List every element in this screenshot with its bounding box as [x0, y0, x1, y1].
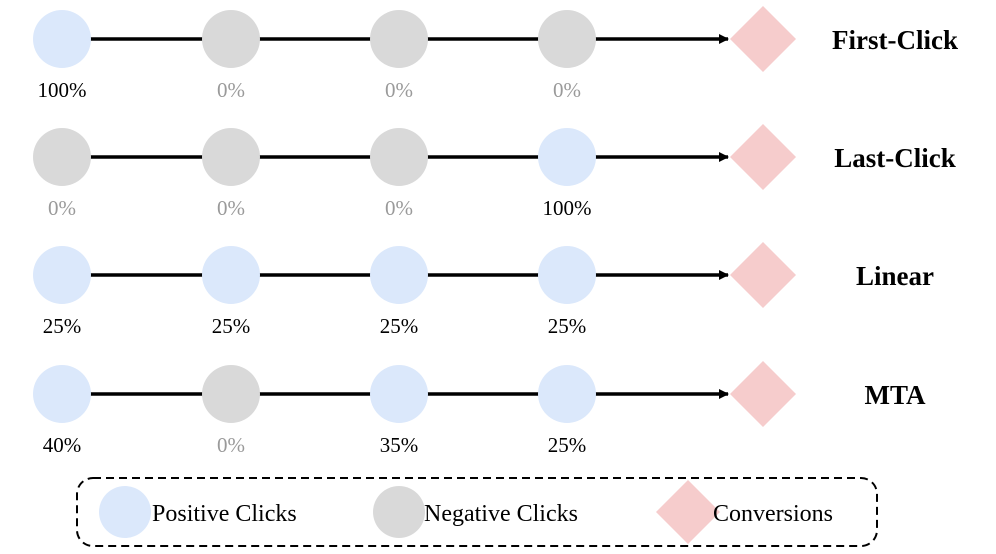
negative-click-node [202, 128, 260, 186]
attribution-percent: 25% [548, 433, 587, 457]
legend-negative-swatch [373, 486, 425, 538]
attribution-percent: 0% [217, 78, 245, 102]
positive-click-node [370, 246, 428, 304]
attribution-percent: 25% [380, 314, 419, 338]
positive-click-node [538, 246, 596, 304]
conversion-diamond [730, 124, 796, 190]
negative-click-node [202, 10, 260, 68]
attribution-percent: 100% [38, 78, 87, 102]
attribution-percent: 40% [43, 433, 82, 457]
attribution-rows: 100% 0% 0% 0% First-Click 0% 0% 0% 100% Last-Clic… [33, 6, 958, 457]
positive-click-node [33, 10, 91, 68]
conversion-diamond [730, 361, 796, 427]
attribution-percent: 100% [543, 196, 592, 220]
legend-negative-label: Negative Clicks [424, 501, 578, 527]
legend: Positive Clicks Negative Clicks Conversi… [76, 477, 878, 547]
positive-click-node [33, 365, 91, 423]
attribution-percent: 0% [48, 196, 76, 220]
model-label: Last-Click [834, 143, 956, 173]
model-label: MTA [865, 380, 926, 410]
row-linear: 25% 25% 25% 25% Linear [33, 242, 934, 338]
positive-click-node [370, 365, 428, 423]
conversion-diamond [730, 242, 796, 308]
row-last-click: 0% 0% 0% 100% Last-Click [33, 124, 956, 220]
attribution-percent: 0% [385, 78, 413, 102]
legend-border [76, 477, 878, 547]
legend-positive-label: Positive Clicks [152, 501, 297, 527]
negative-click-node [538, 10, 596, 68]
positive-click-node [33, 246, 91, 304]
attribution-percent: 0% [385, 196, 413, 220]
legend-positive-swatch [99, 486, 151, 538]
positive-click-node [538, 365, 596, 423]
legend-conversion-swatch [656, 480, 720, 544]
model-label: Linear [856, 261, 934, 291]
legend-conversion-label: Conversions [713, 501, 833, 527]
attribution-percent: 25% [548, 314, 587, 338]
negative-click-node [33, 128, 91, 186]
conversion-diamond [730, 6, 796, 72]
attribution-percent: 25% [212, 314, 251, 338]
model-label: First-Click [832, 25, 958, 55]
attribution-percent: 0% [217, 433, 245, 457]
attribution-percent: 0% [217, 196, 245, 220]
attribution-percent: 0% [553, 78, 581, 102]
positive-click-node [202, 246, 260, 304]
negative-click-node [370, 10, 428, 68]
row-mta: 40% 0% 35% 25% MTA [33, 361, 926, 457]
negative-click-node [370, 128, 428, 186]
attribution-percent: 35% [380, 433, 419, 457]
negative-click-node [202, 365, 260, 423]
attribution-percent: 25% [43, 314, 82, 338]
positive-click-node [538, 128, 596, 186]
row-first-click: 100% 0% 0% 0% First-Click [33, 6, 958, 102]
